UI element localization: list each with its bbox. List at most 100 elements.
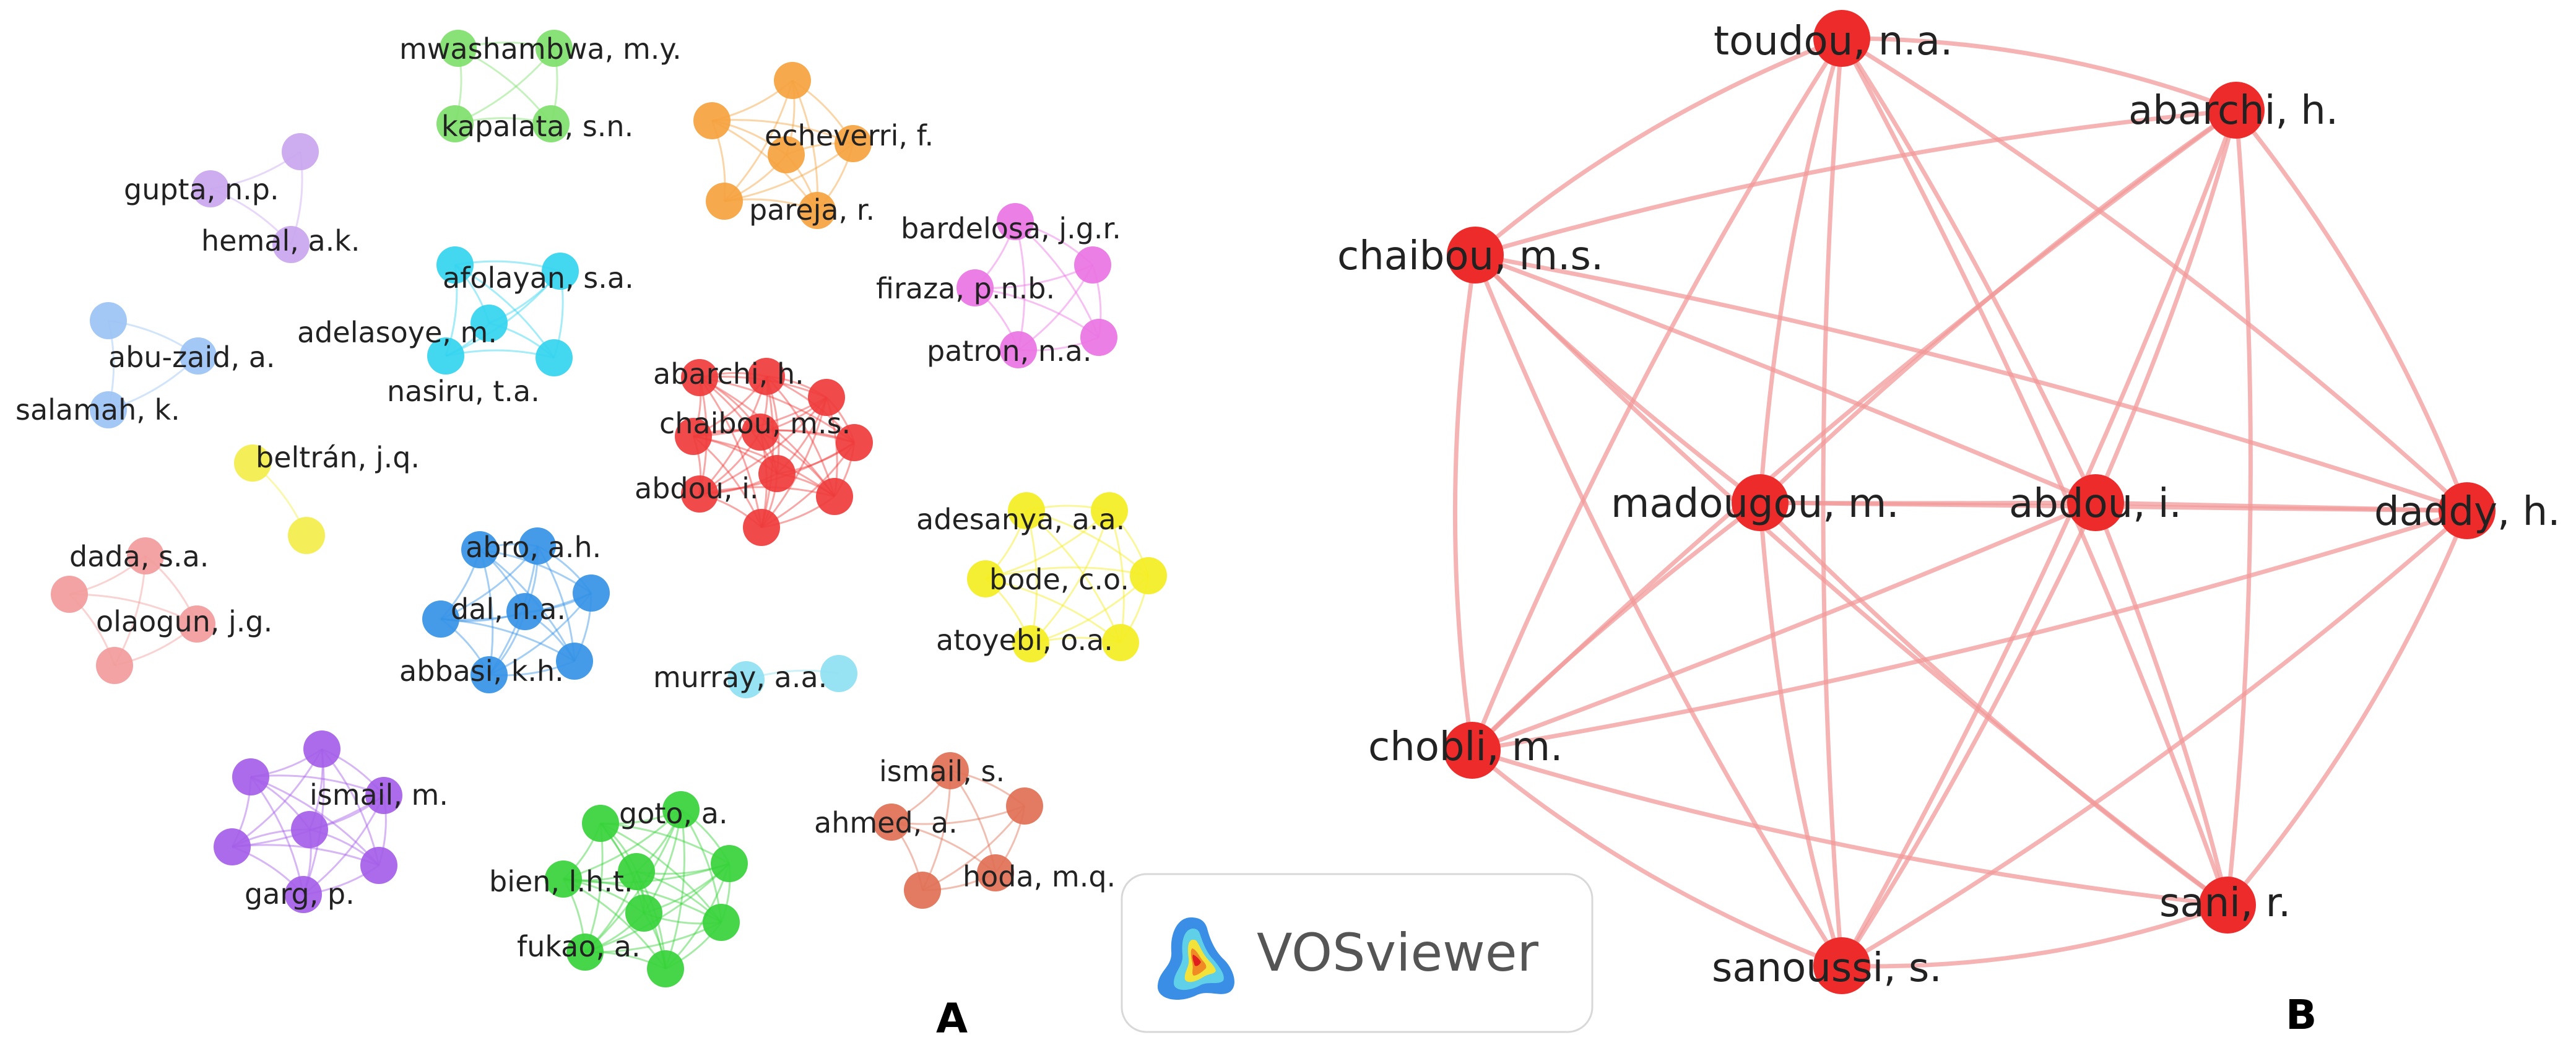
panel-b-label-chaibou-m-s: chaibou, m.s. xyxy=(1337,233,1603,279)
panel-a-label-salamah-k: salamah, k. xyxy=(15,393,180,427)
panel-a-label-afolayan-s-a: afolayan, s.a. xyxy=(443,261,634,295)
panel-a-node-echeverri-1 xyxy=(693,102,731,139)
panel-a-node-ismailS-2 xyxy=(873,804,910,841)
panel-b-label-madougou-m: madougou, m. xyxy=(1611,481,1899,527)
panel-a-node-ismailM-4 xyxy=(291,811,328,848)
panel-a-node-gupta-2 xyxy=(272,226,310,263)
panel-a-label-adelasoye-m: adelasoye, m. xyxy=(297,316,497,349)
panel-a-label-atoyebi-o-a: atoyebi, o.a. xyxy=(936,623,1113,657)
panel-a-node-afolayan-2 xyxy=(471,305,508,342)
panel-a-label-pareja-r: pareja, r. xyxy=(749,193,875,227)
panel-a-label-bien-l-h-t: bien, l.h.t. xyxy=(489,865,633,898)
panel-a-node-bardelosa-4 xyxy=(1000,331,1037,368)
panel-a-label-dal-n-a: dal, n.a. xyxy=(451,592,566,626)
panel-a-label-abdou-i: abdou, i. xyxy=(635,472,759,505)
panel-b-edge-chaibou-m-s-abdou-i xyxy=(1474,253,2097,505)
panel-a-node-bardelosa-0 xyxy=(997,203,1034,240)
panel-a-nodes xyxy=(51,30,1167,987)
panel-a-label-goto-a: goto, a. xyxy=(619,797,728,830)
panel-a-node-ismailM-3 xyxy=(214,828,251,865)
panel-a-node-mwashambwa-1 xyxy=(536,30,573,67)
panel-a-edge-goto-4-5 xyxy=(563,878,722,924)
panel-b-edge-madougou-m-sanoussi-s xyxy=(1758,502,1844,967)
panel-a-node-abro-3 xyxy=(506,593,544,630)
panel-a-node-afolayan-3 xyxy=(427,337,464,375)
panel-b-edge-toudou-n-a-sani-r xyxy=(1839,37,2230,906)
panel-a-node-dada-3 xyxy=(96,647,133,684)
panel-a-label-fukao-a: fukao, a. xyxy=(517,930,641,963)
panel-b-node-sani-r xyxy=(2199,877,2256,934)
panel-a-label-adesanya-a-a: adesanya, a.a. xyxy=(916,503,1125,536)
panel-a-node-abro-1 xyxy=(519,527,556,565)
panel-a-node-abarchiA-9 xyxy=(743,509,780,546)
panel-a-node-adesanya-1 xyxy=(1091,492,1128,529)
panel-a-node-goto-2 xyxy=(711,845,748,882)
panel-a-node-goto-5 xyxy=(703,904,740,941)
panel-a-node-murray-0 xyxy=(727,661,765,698)
panel-b-edge-abdou-i-sanoussi-s xyxy=(1840,501,2098,967)
panel-a-label-gupta-n-p: gupta, n.p. xyxy=(124,173,279,206)
vosviewer-logo-text: VOSviewer xyxy=(1257,922,1539,983)
panel-a-node-abuzaid-1 xyxy=(180,337,217,375)
panel-a-node-ismailM-6 xyxy=(285,876,322,913)
panel-a-label-bardelosa-j-g-r: bardelosa, j.g.r. xyxy=(901,212,1121,245)
panel-a-node-ismailS-1 xyxy=(1006,787,1043,825)
panel-a-edge-ismailM-3-5 xyxy=(232,844,379,867)
panel-a-edge-adesanya-1-4 xyxy=(1030,510,1111,645)
panel-b-label-chobli-m: chobli, m. xyxy=(1368,724,1563,770)
panel-a-node-abro-4 xyxy=(422,600,459,638)
panel-a-label-nasiru-t-a: nasiru, t.a. xyxy=(387,375,540,408)
panel-a-node-adesanya-4 xyxy=(1012,625,1049,662)
panel-b-nodes xyxy=(1444,10,2496,994)
panel-a-node-abarchiA-3 xyxy=(675,418,712,455)
panel-a-node-bardelosa-2 xyxy=(956,269,994,306)
panel-a-node-afolayan-0 xyxy=(436,246,474,284)
panel-a-node-abarchiA-4 xyxy=(742,414,779,451)
panel-a-label-abro-a-h: abro, a.h. xyxy=(466,531,601,564)
panel-a-label-olaogun-j-g: olaogun, j.g. xyxy=(96,605,272,638)
panel-b-edge-toudou-n-a-daddy-h xyxy=(1841,37,2469,513)
panel-a-label-hoda-m-q: hoda, m.q. xyxy=(963,860,1116,893)
panel-b-edge-chaibou-m-s-chobli-m xyxy=(1452,254,1478,751)
panel-a-node-goto-0 xyxy=(662,791,700,828)
panel-a-node-abarchiA-8 xyxy=(816,478,853,515)
panel-b-edge-chobli-m-sanoussi-s xyxy=(1470,748,1843,968)
panel-a-label-bode-c-o: bode, c.o. xyxy=(989,563,1129,596)
panel-a-node-goto-6 xyxy=(625,895,662,932)
panel-a-edge-adesanya-2-3 xyxy=(985,566,1149,580)
panel-b-edge-abdou-i-sani-r xyxy=(2093,501,2230,906)
panel-a-label-abbasi-k-h: abbasi, k.h. xyxy=(399,654,564,688)
panel-a-node-ismailS-0 xyxy=(932,752,969,789)
panel-b-node-toudou-n-a xyxy=(1813,10,1870,67)
panel-a-label-garg-p: garg, p. xyxy=(245,877,355,911)
panel-a-node-mwashambwa-3 xyxy=(532,105,570,142)
panel-a-node-goto-8 xyxy=(647,950,684,987)
panel-b-node-abarchi-h xyxy=(2208,82,2265,139)
panel-a-edge-ismailM-1-5 xyxy=(250,776,380,867)
panel-b-edge-toudou-n-a-abdou-i xyxy=(1840,37,2098,504)
panel-a-node-bardelosa-1 xyxy=(1074,246,1111,284)
panel-a-node-goto-1 xyxy=(582,805,619,842)
panel-a-label-hemal-a-k: hemal, a.k. xyxy=(201,224,360,258)
panel-a-label-murray-a-a: murray, a.a. xyxy=(653,661,827,694)
panel-a-edge-goto-1-8 xyxy=(599,823,667,969)
panel-b-label-sanoussi-s: sanoussi, s. xyxy=(1712,945,1942,991)
panel-b-edge-chobli-m-sani-r xyxy=(1471,748,2228,908)
panel-b-edge-toudou-n-a-chaibou-m-s xyxy=(1473,36,1843,257)
panel-a-node-beltran-0 xyxy=(234,444,271,482)
panel-a-node-bardelosa-3 xyxy=(1080,319,1117,356)
panel-b-edge-abdou-i-chobli-m xyxy=(1471,500,2097,753)
panel-a-node-goto-4 xyxy=(545,860,582,898)
panel-b-edges xyxy=(1452,36,2470,969)
panel-b-label-abdou-i: abdou, i. xyxy=(2009,481,2182,527)
panel-b-edge-abarchi-h-daddy-h xyxy=(2234,108,2470,512)
panel-a-node-dada-0 xyxy=(127,537,164,574)
panel-b-edge-madougou-m-chobli-m xyxy=(1470,501,1762,752)
panel-b-labels: toudou, n.a.abarchi, h.chaibou, m.s.mado… xyxy=(1337,19,2561,991)
panel-a-node-adesanya-3 xyxy=(1130,557,1167,594)
panel-a-node-abarchiA-2 xyxy=(808,379,845,416)
panel-a-label-patron-n-a: patron, n.a. xyxy=(927,334,1091,368)
panel-a-network: mwashambwa, m.y.kapalata, s.n.echeverri,… xyxy=(15,30,1167,987)
panel-a-node-beltran-1 xyxy=(288,517,325,554)
